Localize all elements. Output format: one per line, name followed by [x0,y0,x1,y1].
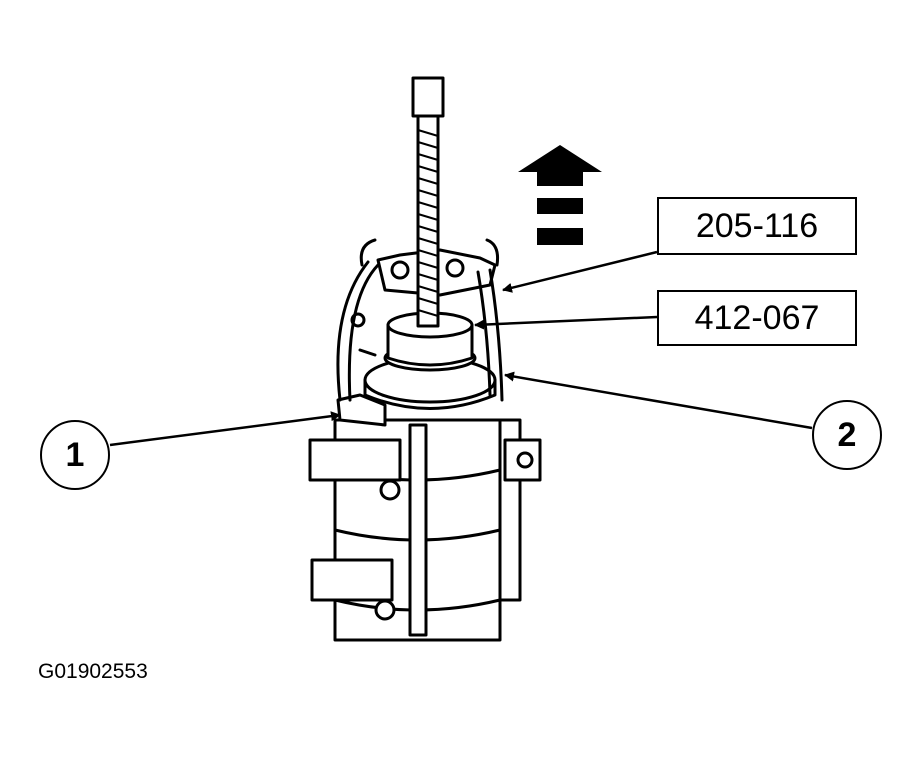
leader-line-412-067 [474,315,658,330]
tool-label-412-067: 412-067 [657,290,857,346]
compressor-body [308,393,542,642]
leader-line-2 [504,371,813,430]
forcing-screw [411,76,445,328]
tool-label-205-116: 205-116 [657,197,857,255]
leader-line-1 [109,411,341,447]
callout-circle-1: 1 [40,420,110,490]
callout-circle-2: 2 [812,400,882,470]
figure-id: G01902553 [38,660,148,683]
leader-line-205-116 [502,250,658,293]
direction-arrow-up-icon [518,145,602,245]
